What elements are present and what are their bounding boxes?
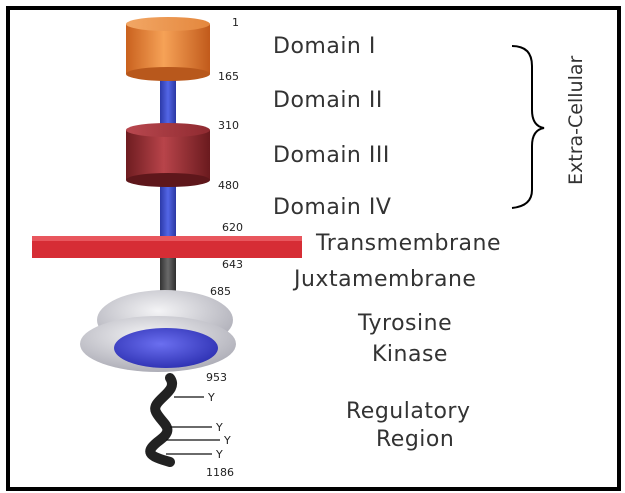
domain-3-cylinder [126, 123, 210, 187]
tyrosine-mark: Y [223, 434, 231, 447]
residue-number: 620 [222, 221, 243, 234]
transmembrane-label: Transmembrane [315, 231, 501, 256]
tyrosine-mark: Y [215, 448, 223, 461]
residue-number: 310 [218, 119, 239, 132]
residue-number: 953 [206, 371, 227, 384]
kinase-label: Kinase [372, 342, 448, 367]
residue-number: 685 [210, 285, 231, 298]
region-label: Region [376, 427, 454, 452]
residue-number: 643 [222, 258, 243, 271]
domain-1-label: Domain I [273, 34, 376, 59]
extracellular-label: Extra-Cellular [565, 56, 587, 185]
tyrosine-label: Tyrosine [357, 311, 452, 336]
domain-2-label: Domain II [273, 88, 383, 113]
residue-number: 1 [232, 16, 239, 29]
domain-3-label: Domain III [273, 143, 390, 168]
domain-1-cylinder [126, 17, 210, 81]
regulatory-tail [150, 378, 172, 462]
juxtamembrane-label: Juxtamembrane [292, 267, 476, 292]
tyrosine-kinase-domain [80, 290, 236, 372]
tyrosine-mark: Y [215, 421, 223, 434]
residue-number: 1186 [206, 466, 234, 479]
linker-segment-4 [160, 180, 176, 238]
residue-number: 165 [218, 70, 239, 83]
tyrosine-mark: Y [207, 391, 215, 404]
residue-number: 480 [218, 179, 239, 192]
regulatory-label: Regulatory [346, 399, 471, 424]
domain-4-label: Domain IV [273, 195, 391, 220]
extracellular-brace [512, 46, 544, 208]
